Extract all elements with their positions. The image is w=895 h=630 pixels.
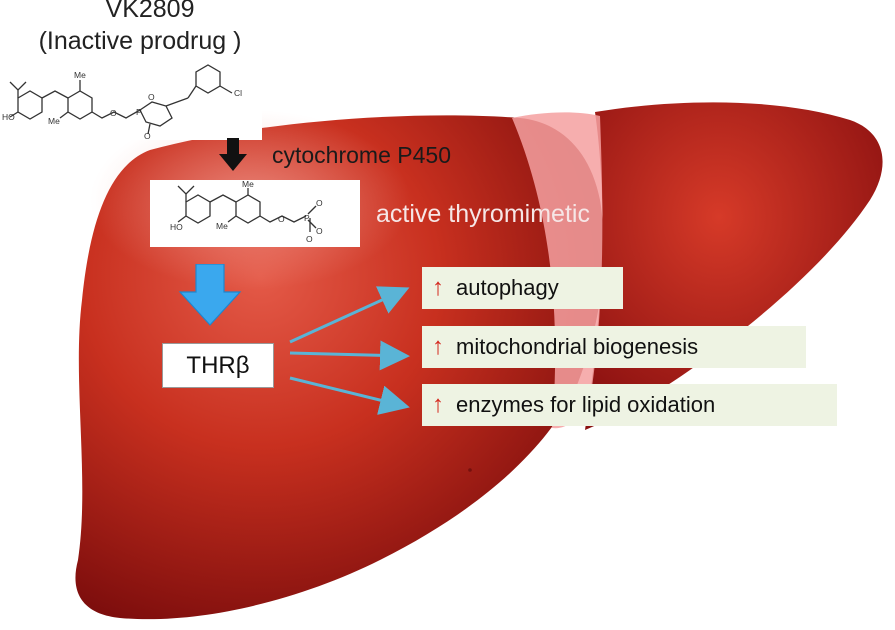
arrow-down-icon bbox=[178, 264, 242, 326]
arrow-up-icon: ↑ bbox=[432, 333, 444, 360]
liver-right-lobe bbox=[585, 102, 883, 430]
mol-label-o-3: O bbox=[144, 131, 151, 140]
mol-label-me-1: Me bbox=[74, 70, 86, 80]
enzyme-label: cytochrome P450 bbox=[272, 142, 451, 168]
connector-arrow-mito bbox=[289, 340, 410, 371]
receptor-box: THRβ bbox=[162, 343, 274, 388]
arrow-down-icon bbox=[219, 138, 247, 171]
mol-label-o-2: O bbox=[148, 92, 155, 102]
active-label: active thyromimetic bbox=[376, 200, 590, 228]
active-structure: HO Me Me O P O O O bbox=[170, 179, 323, 244]
drug-name: VK2809 bbox=[105, 0, 195, 23]
arrow-up-icon: ↑ bbox=[432, 391, 444, 418]
mol-label-ho: HO bbox=[2, 112, 15, 122]
effect-box-autophagy: ↑ autophagy bbox=[422, 267, 623, 309]
arrow-up-icon: ↑ bbox=[432, 274, 444, 301]
active-structure-panel: HO Me Me O P O O O bbox=[150, 179, 360, 247]
effect-box-mitochondrial: ↑ mitochondrial biogenesis bbox=[422, 326, 806, 368]
mol-label-me-2: Me bbox=[48, 116, 60, 126]
effect-label: autophagy bbox=[456, 275, 559, 300]
effect-box-lipid: ↑ enzymes for lipid oxidation bbox=[422, 384, 837, 426]
active-label-o-3: O bbox=[316, 226, 323, 236]
active-label-p: P bbox=[304, 213, 310, 223]
active-label-ho: HO bbox=[170, 222, 183, 232]
prodrug-structure: HO Me Me O P O O Cl bbox=[2, 64, 242, 141]
mol-label-p: P bbox=[136, 107, 142, 117]
active-label-me-1: Me bbox=[242, 180, 254, 189]
active-label-o-1: O bbox=[278, 214, 285, 224]
connector-arrow-lipid bbox=[289, 376, 410, 415]
connector-arrow-autophagy bbox=[289, 286, 410, 344]
prodrug-structure-panel: HO Me Me O P O O Cl bbox=[0, 60, 262, 141]
effect-label: enzymes for lipid oxidation bbox=[456, 392, 716, 417]
active-label-o-2: O bbox=[316, 198, 323, 208]
effect-label: mitochondrial biogenesis bbox=[456, 334, 699, 359]
active-label-me-2: Me bbox=[216, 221, 228, 231]
drug-subtitle: (Inactive prodrug ) bbox=[38, 27, 242, 55]
effect-connectors bbox=[289, 286, 410, 415]
active-label-o-4: O bbox=[306, 234, 313, 244]
mol-label-o-1: O bbox=[110, 108, 117, 118]
mol-label-cl: Cl bbox=[234, 88, 242, 98]
receptor-label: THRβ bbox=[186, 351, 250, 379]
